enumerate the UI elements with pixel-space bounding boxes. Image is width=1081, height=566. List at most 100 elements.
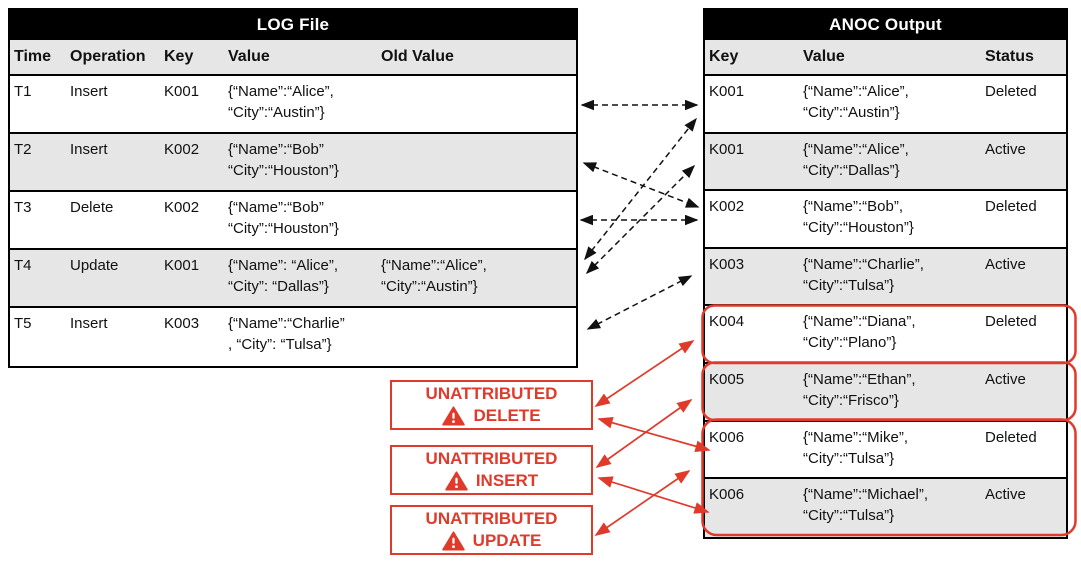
anoc-row-k002-deleted: K002 {“Name”:“Bob”, “City”:“Houston”} De… — [705, 191, 1066, 249]
value-line: {“Name”:“Mike”, — [803, 428, 909, 446]
value-line: “City”:“Austin”} — [803, 104, 900, 121]
cell-value: {“Name”:“Bob” “City”:“Houston”} — [228, 139, 381, 190]
log-table-header-row: Time Operation Key Value Old Value — [10, 40, 576, 76]
value-line: “City”:“Frisco”} — [803, 391, 899, 409]
cell-operation: Update — [70, 257, 119, 274]
anoc-row-k004-deleted: K004 {“Name”:“Diana”, “City”:“Plano”} De… — [705, 306, 1066, 364]
cell-value: {“Name”:“Charlie”, “City”:“Tulsa”} — [803, 254, 985, 305]
value-line: {“Name”:“Charlie”, — [803, 255, 924, 273]
warning-triangle-icon — [442, 406, 466, 426]
cell-status: Active — [985, 255, 1026, 273]
unattributed-update-box: UNATTRIBUTED UPDATE — [390, 505, 593, 555]
warning-label-line1: UNATTRIBUTED — [425, 384, 558, 403]
cell-value: {“Name”:“Mike”, “City”:“Tulsa”} — [803, 427, 985, 478]
value-line: “City”:“Tulsa”} — [803, 507, 895, 525]
log-row-t3: T3 Delete K002 {“Name”:“Bob” “City”:“Hou… — [10, 192, 576, 250]
warning-triangle-icon — [445, 471, 468, 491]
value-line: “City”:“Plano”} — [803, 334, 897, 352]
cell-key: K005 — [709, 370, 745, 388]
cell-key: K001 — [709, 140, 745, 158]
value-line: {“Name”:“Bob”, — [803, 198, 904, 216]
cell-operation: Delete — [70, 199, 114, 216]
cell-value: {“Name”:“Alice”, “City”:“Austin”} — [228, 81, 381, 132]
value-line: {“Name”:“Bob” — [228, 199, 324, 216]
cell-old-value — [381, 313, 576, 366]
value-line: “City”:“Houston”} — [228, 162, 339, 179]
unattributed-link-arrow-delete-k004 — [594, 340, 695, 407]
log-row-t4: T4 Update K001 {“Name”: “Alice”, “City”:… — [10, 250, 576, 308]
value-line: {“Name”:“Alice”, — [803, 140, 909, 158]
cell-operation: Insert — [70, 315, 108, 332]
log-row-t2: T2 Insert K002 {“Name”:“Bob” “City”:“Hou… — [10, 134, 576, 192]
cell-key: K001 — [164, 257, 200, 274]
anoc-row-k006-active: K006 {“Name”:“Michael”, “City”:“Tulsa”} … — [705, 479, 1066, 537]
column-header-value: Value — [803, 48, 845, 65]
value-line: {“Name”:“Ethan”, — [803, 370, 916, 388]
cell-old-value — [381, 139, 576, 190]
cell-status: Active — [985, 486, 1026, 504]
warning-label-line1: UNATTRIBUTED — [425, 509, 558, 528]
value-line: {“Name”:“Alice”, — [381, 257, 487, 274]
value-line: “City”:“Houston”} — [228, 220, 339, 237]
cell-value: {“Name”:“Alice”, “City”:“Dallas”} — [803, 139, 985, 190]
anoc-table-title: ANOC Output — [705, 10, 1066, 40]
cell-value: {“Name”: “Alice”, “City”: “Dallas”} — [228, 255, 381, 306]
column-header-value: Value — [228, 48, 270, 65]
value-line: “City”:“Houston”} — [803, 219, 914, 237]
unattributed-link-arrow-insert-k005 — [595, 399, 693, 468]
unattributed-delete-box: UNATTRIBUTED DELETE — [390, 380, 593, 430]
value-line: “City”:“Austin”} — [228, 104, 325, 121]
value-line: , “City”: “Tulsa”} — [228, 336, 332, 353]
anoc-row-k005-active: K005 {“Name”:“Ethan”, “City”:“Frisco”} A… — [705, 363, 1066, 422]
cell-time: T4 — [14, 257, 32, 274]
cell-operation: Insert — [70, 141, 108, 158]
value-line: “City”:“Tulsa”} — [803, 276, 895, 294]
value-line: {“Name”:“Diana”, — [803, 313, 916, 331]
warning-triangle-icon — [441, 531, 465, 551]
anoc-table-header-row: Key Value Status — [705, 40, 1066, 76]
cell-status: Deleted — [985, 198, 1037, 216]
value-line: “City”: “Dallas”} — [228, 278, 329, 295]
value-line: “City”:“Dallas”} — [803, 161, 900, 179]
unattributed-link-arrow-update-k006 — [594, 470, 691, 536]
cell-key: K003 — [709, 255, 745, 273]
column-header-status: Status — [985, 48, 1034, 65]
cell-value: {“Name”:“Bob” “City”:“Houston”} — [228, 197, 381, 248]
log-anoc-link-arrow-t2-k002del — [582, 162, 700, 208]
column-header-key: Key — [164, 48, 194, 65]
warning-label-line1: UNATTRIBUTED — [425, 449, 558, 468]
cell-key: K004 — [709, 313, 745, 331]
log-anoc-link-arrow-t5-k003act — [586, 275, 693, 330]
cell-value: {“Name”:“Diana”, “City”:“Plano”} — [803, 311, 985, 362]
cell-time: T5 — [14, 315, 32, 332]
cell-old-value: {“Name”:“Alice”, “City”:“Austin”} — [381, 255, 576, 306]
column-header-key: Key — [709, 48, 739, 65]
log-anoc-link-arrow-t4-k001act — [585, 164, 696, 275]
cell-status: Deleted — [985, 83, 1037, 100]
cell-key: K002 — [709, 198, 745, 216]
column-header-time: Time — [14, 48, 52, 65]
cell-status: Deleted — [985, 313, 1037, 331]
anoc-row-k003-active: K003 {“Name”:“Charlie”, “City”:“Tulsa”} … — [705, 248, 1066, 307]
cell-value: {“Name”:“Ethan”, “City”:“Frisco”} — [803, 369, 985, 420]
cell-status: Active — [985, 370, 1026, 388]
cell-operation: Insert — [70, 83, 108, 100]
anoc-row-k006-deleted: K006 {“Name”:“Mike”, “City”:“Tulsa”} Del… — [705, 422, 1066, 480]
value-line: {“Name”:“Charlie” — [228, 315, 345, 332]
warning-label-line2: DELETE — [473, 406, 541, 425]
column-header-operation: Operation — [70, 48, 146, 65]
value-line: {“Name”:“Alice”, — [803, 83, 909, 100]
value-line: {“Name”:“Michael”, — [803, 486, 929, 504]
cell-value: {“Name”:“Michael”, “City”:“Tulsa”} — [803, 484, 985, 537]
cell-value: {“Name”:“Bob”, “City”:“Houston”} — [803, 196, 985, 247]
column-header-old-value: Old Value — [381, 48, 454, 65]
log-row-t5: T5 Insert K003 {“Name”:“Charlie” , “City… — [10, 308, 576, 366]
anoc-row-k001-active: K001 {“Name”:“Alice”, “City”:“Dallas”} A… — [705, 133, 1066, 192]
cell-key: K002 — [164, 141, 200, 158]
cell-time: T1 — [14, 83, 32, 100]
value-line: “City”:“Tulsa”} — [803, 449, 895, 467]
cell-value: {“Name”:“Alice”, “City”:“Austin”} — [803, 81, 985, 132]
unattributed-insert-box: UNATTRIBUTED INSERT — [390, 445, 593, 495]
log-anoc-link-arrow-t4-k001del — [584, 117, 697, 261]
